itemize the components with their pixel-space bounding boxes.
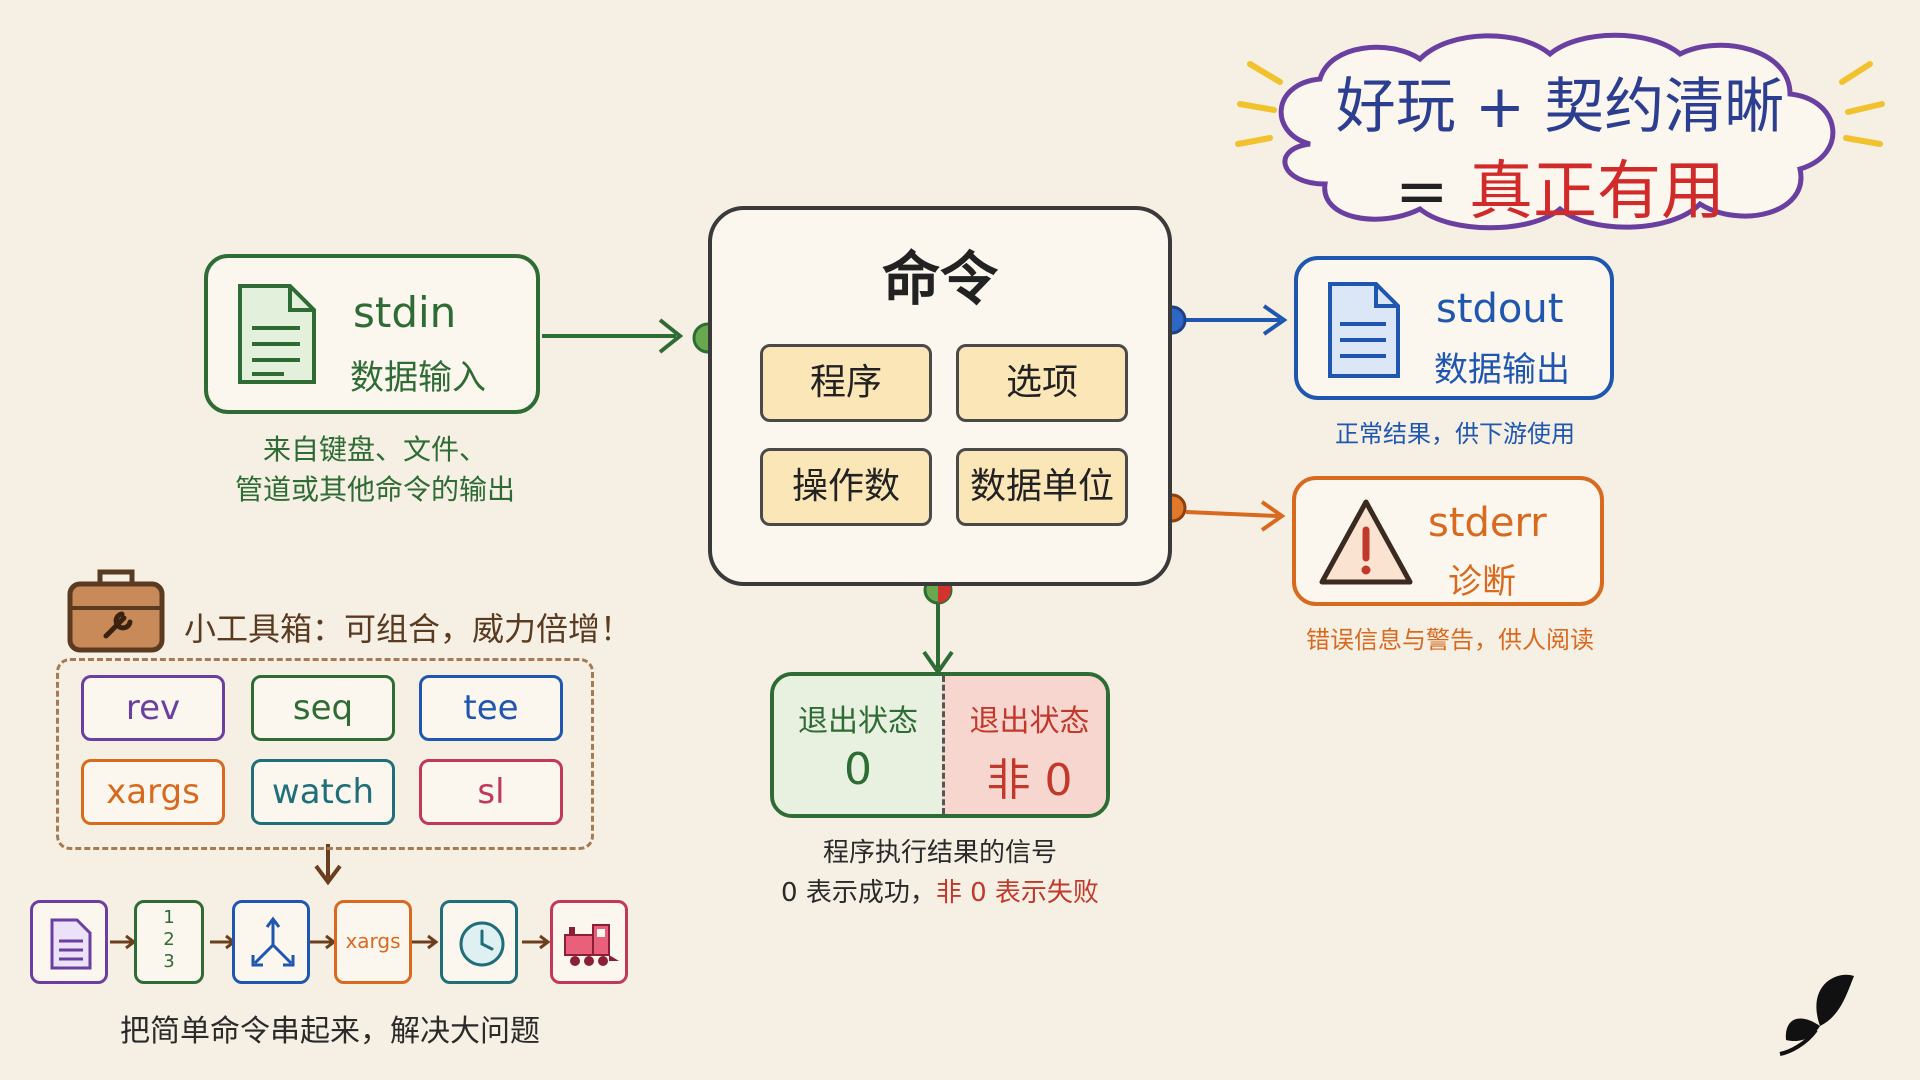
tool-sl: sl: [419, 759, 563, 825]
tool-xargs: xargs: [81, 759, 225, 825]
param-operands: 操作数: [760, 448, 932, 526]
clock-icon: [459, 921, 505, 967]
stdin-caption: 来自键盘、文件、 管道或其他命令的输出: [200, 430, 550, 510]
stderr-title: stderr: [1428, 500, 1547, 546]
exit-failure-panel: 退出状态 非 0: [942, 676, 1106, 814]
stdin-caption-line-1: 来自键盘、文件、: [262, 433, 487, 466]
stderr-box: stderr 诊断: [1292, 476, 1604, 606]
exit-failure-label: 退出状态: [969, 704, 1090, 739]
arrow-command-to-stderr: [1157, 493, 1286, 532]
arrow-stdin-to-command: [542, 318, 724, 354]
chain-arrows: [110, 934, 551, 950]
tool-tee: tee: [419, 675, 563, 741]
chain-xargs-label: xargs: [345, 929, 401, 953]
exit-success-panel: 退出状态 0: [774, 676, 942, 814]
warning-icon: [1319, 499, 1413, 585]
chain-xargs: xargs: [334, 900, 412, 984]
split-arrows-icon: [251, 916, 295, 967]
stdout-box: stdout 数据输出: [1294, 256, 1614, 400]
exit-success-label: 退出状态: [798, 704, 918, 739]
cloud-equals: =: [1395, 155, 1449, 229]
tool-rev: rev: [81, 675, 225, 741]
exit-status-box: 退出状态 0 退出状态 非 0: [770, 672, 1110, 818]
param-data-unit: 数据单位: [956, 448, 1128, 526]
param-program: 程序: [760, 344, 932, 422]
toolbox-frame: rev seq tee xargs watch sl: [56, 658, 594, 850]
chain-caption: 把简单命令串起来，解决大问题: [120, 1014, 540, 1049]
command-box: 命令 程序 选项 操作数 数据单位: [708, 206, 1172, 586]
chain-tee: [232, 900, 310, 984]
chain-watch: [440, 900, 518, 984]
cloud-shape: [1235, 32, 1885, 231]
exit-caption-success: 0 表示成功，: [781, 878, 936, 908]
toolbox-icon: [67, 569, 165, 653]
arrow-command-to-stdout: [1157, 304, 1288, 336]
stderr-caption: 错误信息与警告，供人阅读: [1306, 626, 1594, 654]
chain-rev: [30, 900, 108, 984]
stderr-subtitle: 诊断: [1448, 562, 1516, 602]
arrow-command-to-exit: [922, 575, 954, 676]
stdin-box: stdin 数据输入: [204, 254, 540, 414]
tool-seq: seq: [251, 675, 395, 741]
toolbox-title: 小工具箱：可组合，威力倍增！: [184, 610, 633, 648]
exit-success-value: 0: [844, 744, 872, 795]
document-icon: [50, 918, 92, 970]
cloud-line-1: 好玩 + 契约清晰: [1335, 72, 1785, 142]
butterfly-logo: [1779, 974, 1854, 1056]
stdout-subtitle: 数据输出: [1434, 350, 1570, 390]
train-icon: [564, 924, 619, 966]
exit-caption-failure: 非 0 表示失败: [935, 878, 1099, 908]
stdout-title: stdout: [1436, 286, 1564, 332]
param-options: 选项: [956, 344, 1128, 422]
exit-failure-value: 非 0: [986, 755, 1073, 806]
stdin-subtitle: 数据输入: [350, 358, 486, 398]
stdin-caption-line-2: 管道或其他命令的输出: [234, 473, 515, 506]
chain-sl: [550, 900, 628, 984]
cloud-result: 真正有用: [1468, 155, 1725, 229]
cloud-line-2: = 真正有用: [1320, 140, 1800, 232]
tool-watch: watch: [251, 759, 395, 825]
exit-caption-line-1: 程序执行结果的信号: [822, 838, 1057, 868]
command-title: 命令: [881, 245, 998, 313]
stdout-caption: 正常结果，供下游使用: [1335, 420, 1575, 448]
document-icon: [238, 284, 316, 384]
document-icon: [1328, 282, 1400, 378]
exit-caption-line-2: 0 表示成功，非 0 表示失败: [740, 872, 1140, 909]
stdin-title: stdin: [353, 288, 457, 337]
